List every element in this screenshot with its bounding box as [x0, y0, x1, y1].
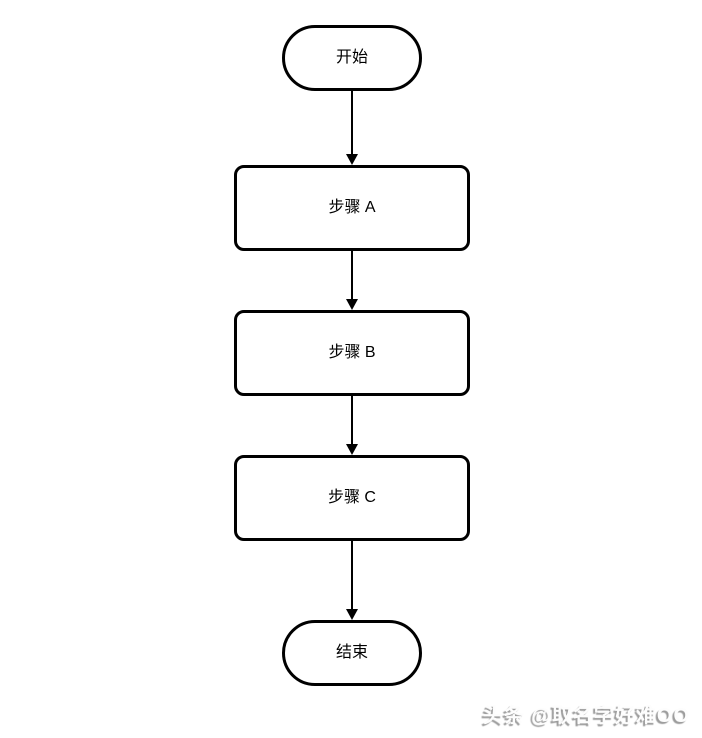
node-start-label: 开始 — [335, 49, 368, 66]
arrowhead-down-icon — [346, 299, 358, 310]
node-step-a-label: 步骤 A — [328, 199, 376, 216]
arrow-shaft — [351, 91, 353, 155]
arrow-shaft — [351, 251, 353, 300]
arrow-step-b-to-step-c — [346, 396, 358, 455]
node-step-b: 步骤 B — [234, 310, 470, 396]
arrow-step-c-to-end — [346, 541, 358, 620]
arrowhead-down-icon — [346, 154, 358, 165]
watermark-text: 头条 @取名字好难OO — [482, 705, 690, 727]
node-step-b-label: 步骤 B — [328, 344, 376, 361]
node-step-a: 步骤 A — [234, 165, 470, 251]
arrow-start-to-step-a — [346, 91, 358, 165]
node-end-label: 结束 — [335, 644, 368, 661]
arrow-step-a-to-step-b — [346, 251, 358, 310]
node-step-c-label: 步骤 C — [327, 489, 376, 506]
arrow-shaft — [351, 396, 353, 445]
node-end: 结束 — [282, 620, 422, 686]
arrowhead-down-icon — [346, 444, 358, 455]
arrow-shaft — [351, 541, 353, 610]
node-start: 开始 — [282, 25, 422, 91]
arrowhead-down-icon — [346, 609, 358, 620]
node-step-c: 步骤 C — [234, 455, 470, 541]
